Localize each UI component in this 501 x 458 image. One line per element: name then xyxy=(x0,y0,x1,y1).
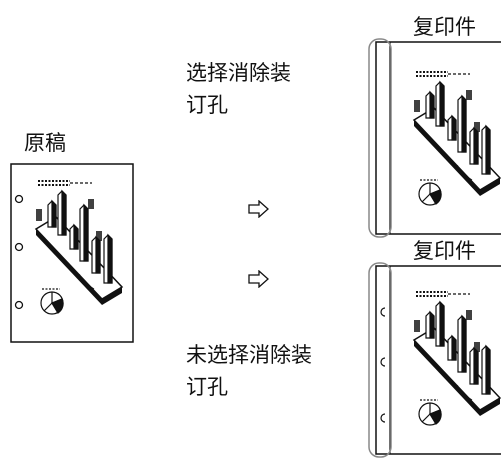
right-arrow-icon-bottom xyxy=(248,270,269,288)
copy-bottom-label: 复印件 xyxy=(413,239,476,263)
no-erase-option-label-line2: 订孔 xyxy=(186,375,228,399)
copy-not-erased-page xyxy=(368,262,501,458)
erased-margin-highlight-icon xyxy=(368,38,392,238)
original-label: 原稿 xyxy=(24,131,66,155)
copy-erased-page xyxy=(368,38,501,238)
erase-option-label-line1: 选择消除装 xyxy=(186,61,291,85)
punch-hole-shadow-icon xyxy=(380,307,386,423)
no-erase-option-label-line1: 未选择消除装 xyxy=(186,343,312,367)
hole-margin-highlight-icon xyxy=(368,262,392,458)
copy-top-label: 复印件 xyxy=(413,15,476,39)
right-arrow-icon-top xyxy=(248,200,269,218)
original-page xyxy=(10,163,134,343)
punch-hole-icon xyxy=(14,194,24,310)
erase-option-label-line2: 订孔 xyxy=(186,93,228,117)
